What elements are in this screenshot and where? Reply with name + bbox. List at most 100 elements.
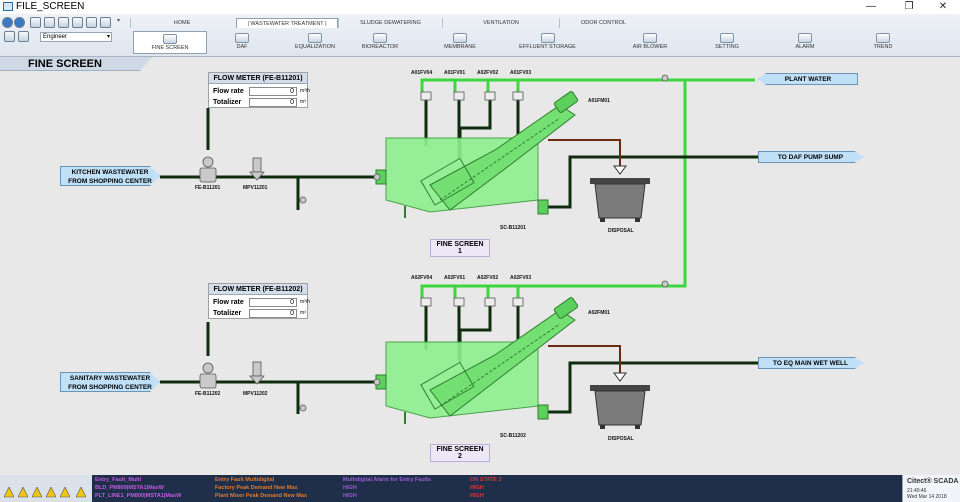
disposal-label: DISPOSAL	[608, 228, 634, 234]
flow-rate-unit: m³/h	[300, 88, 310, 94]
next-page-icon[interactable]	[58, 17, 69, 28]
flow-element-tag: FE-B11201	[195, 185, 221, 191]
tab-trend[interactable]: TREND	[856, 31, 910, 54]
screen-tag: SC-B11202	[500, 433, 526, 439]
fine-screen-icon	[163, 34, 177, 44]
toolbar: Engineer ▾ ▾ HOME | WASTEWATER TREATMENT…	[0, 14, 960, 57]
alarm-row[interactable]: HIGH	[343, 493, 357, 499]
valve-tag: A02FV03	[510, 275, 532, 281]
process-diagram	[160, 74, 758, 429]
inlet-1-line2: FROM SHOPPING CENTER	[68, 178, 152, 185]
tab-ventilation[interactable]: VENTILATION	[442, 18, 559, 28]
login-icon[interactable]	[4, 31, 15, 42]
alarm-row[interactable]: HIGH	[470, 485, 484, 491]
alarm-row[interactable]: Factory Peak Demand New Max	[215, 485, 298, 491]
tab-equalization[interactable]: EQUALIZATION	[280, 31, 350, 54]
valve-tag: A02FV02	[477, 70, 499, 76]
refresh-icon[interactable]	[44, 17, 55, 28]
alarm-row[interactable]: Plant Mixer Peak Demand New Max	[215, 493, 308, 499]
alarm-row[interactable]: HIGH	[343, 485, 357, 491]
tab-label: SETTING	[715, 44, 739, 50]
user-select[interactable]: Engineer ▾	[40, 32, 112, 42]
alarm-row[interactable]: BLD_PM800|MSTA1|MaxW	[95, 485, 164, 491]
screenings-chute	[548, 139, 621, 378]
totalizer-label: Totalizer	[213, 310, 242, 317]
tab-alarm[interactable]: ALARM	[778, 31, 832, 54]
flow-rate-label: Flow rate	[213, 299, 244, 306]
tab-wastewater-treatment[interactable]: | WASTEWATER TREATMENT |	[236, 18, 338, 28]
flow-rate-label: Flow rate	[213, 88, 244, 95]
back-icon[interactable]	[2, 17, 13, 28]
to-daf-pump-sump-outlet[interactable]: TO DAF PUMP SUMP	[758, 151, 863, 163]
hardware-alarm-icon[interactable]	[76, 487, 86, 498]
restore-icon[interactable]: ❐	[904, 1, 914, 12]
valve-tag: A02FV04	[411, 275, 433, 281]
flow-rate-value: 0	[249, 298, 297, 307]
valve-tag: A01FV03	[510, 70, 532, 76]
fine-screen-1-label[interactable]: FINE SCREEN 1	[430, 239, 490, 257]
tab-label: ALARM	[795, 44, 815, 50]
system-clock: 21:40:46 Wed Mar 14 2018	[907, 488, 947, 500]
tab-label: EFFLUENT STORAGE	[519, 44, 576, 50]
kitchen-wastewater-inlet[interactable]: KITCHEN WASTEWATER FROM SHOPPING CENTER	[60, 166, 160, 186]
alarm-row[interactable]: Entry_Fault_Multi	[95, 477, 142, 483]
tab-label: EQUALIZATION	[295, 44, 335, 50]
fine-screen-2-label[interactable]: FINE SCREEN 2	[430, 444, 490, 462]
inlet-2-line2: FROM SHOPPING CENTER	[68, 384, 152, 391]
spray-valves	[420, 91, 524, 307]
silence-icon[interactable]	[32, 487, 42, 498]
alarm-row[interactable]: Multidigital Alarm for Entry Faults	[343, 477, 432, 483]
valve-tag: A02FV01	[444, 275, 466, 281]
tab-setting[interactable]: SETTING	[700, 31, 754, 54]
minimize-icon[interactable]: —	[866, 1, 876, 12]
tab-effluent-storage[interactable]: EFFLUENT STORAGE	[510, 31, 585, 54]
close-icon[interactable]: ✕	[938, 1, 948, 12]
process-canvas: FINE SCREEN	[0, 57, 960, 475]
totalizer-unit: m³	[300, 310, 306, 316]
effluent-storage-icon	[540, 33, 555, 43]
user-name: Engineer	[43, 34, 68, 40]
inlet-1-line1: KITCHEN WASTEWATER	[71, 169, 149, 176]
home-icon[interactable]	[86, 17, 97, 28]
screen-tag: SC-B11201	[500, 225, 526, 231]
flow-meter-2-title: FLOW METER (FE-B11202)	[209, 284, 307, 295]
last-page-icon[interactable]	[72, 17, 83, 28]
tab-label: MEMBRANE	[444, 44, 476, 50]
summary-icon[interactable]	[60, 487, 70, 498]
tab-air-blower[interactable]: AIR BLOWER	[620, 31, 680, 54]
acknowledge-icon[interactable]	[4, 487, 14, 498]
tab-odor-control[interactable]: ODOR CONTROL	[559, 18, 647, 28]
valve-tag: A01FV04	[411, 70, 433, 76]
manual-valve-tag: MPV11201	[243, 185, 268, 191]
alarm-row[interactable]: ON STATE 3	[470, 477, 502, 483]
alarm-row[interactable]: PLT_LINE1_PM800|MSTA1|MaxW	[95, 493, 182, 499]
tab-bioreactor[interactable]: BIOREACTOR	[350, 31, 410, 54]
alarm-row[interactable]: HIGH	[470, 493, 484, 499]
clock-time: 21:40:46	[907, 488, 927, 494]
alarm-list-icon[interactable]	[18, 487, 28, 498]
user-icon[interactable]	[18, 31, 29, 42]
disable-alarm-icon[interactable]	[46, 487, 56, 498]
valve-tag: A01FV01	[444, 70, 466, 76]
motor-tag: A01FM01	[588, 98, 610, 104]
tab-label: DAF	[236, 44, 248, 50]
tab-membrane[interactable]: MEMBRANE	[430, 31, 490, 54]
tab-daf[interactable]: DAF	[212, 31, 272, 54]
tab-fine-screen[interactable]: FINE SCREEN	[133, 31, 207, 54]
clock-date: Wed Mar 14 2018	[907, 494, 947, 500]
alarm-row[interactable]: Entry Fault Multidigital	[215, 477, 275, 483]
to-eq-main-wet-well-outlet[interactable]: TO EQ MAIN WET WELL	[758, 357, 863, 369]
tab-sludge-dewatering[interactable]: SLUDGE DEWATERING	[338, 18, 442, 28]
alarm-state-column: ON STATE 3 HIGH HIGH	[470, 476, 502, 500]
page-list-icon[interactable]	[100, 17, 111, 28]
menu-toggle-icon[interactable]: ▾	[117, 18, 121, 24]
daf-icon	[235, 33, 249, 43]
sanitary-wastewater-inlet[interactable]: SANITARY WASTEWATER FROM SHOPPING CENTER	[60, 372, 160, 392]
forward-icon[interactable]	[14, 17, 25, 28]
air-blower-icon	[643, 33, 657, 43]
totalizer-unit: m³	[300, 99, 306, 105]
up-icon[interactable]	[30, 17, 41, 28]
page-title-tab: FINE SCREEN	[0, 57, 152, 71]
plant-water-source[interactable]: PLANT WATER	[758, 73, 858, 85]
tab-home[interactable]: HOME	[130, 18, 233, 28]
